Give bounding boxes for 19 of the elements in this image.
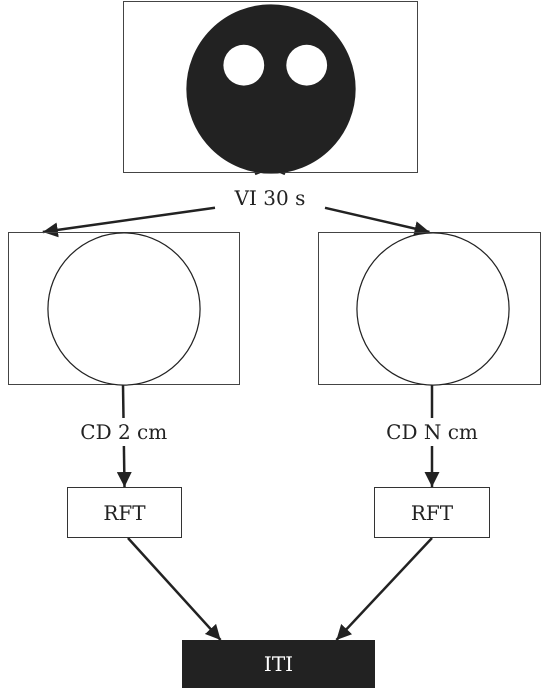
- schedule-label: VI 30 s: [234, 186, 306, 210]
- circle-stimulus: [356, 232, 510, 386]
- arrow: [324, 206, 430, 236]
- edge-label: CD N cm: [384, 418, 480, 446]
- arrow: [335, 537, 433, 641]
- arrow: [127, 537, 222, 641]
- iti-label: ITI: [264, 652, 294, 676]
- display-panel: [123, 1, 418, 173]
- circle-stimulus: [47, 232, 201, 386]
- dark-disc-stimulus: [186, 4, 356, 174]
- step-label: RFT: [410, 500, 454, 524]
- edge-label: CD 2 cm: [78, 418, 170, 446]
- process-box: [67, 487, 182, 538]
- dark-box: [182, 640, 375, 688]
- display-panel: [8, 232, 240, 385]
- step-label: RFT: [103, 500, 146, 524]
- process-box: [374, 487, 490, 538]
- display-panel: [318, 232, 541, 385]
- arrow: [42, 206, 216, 238]
